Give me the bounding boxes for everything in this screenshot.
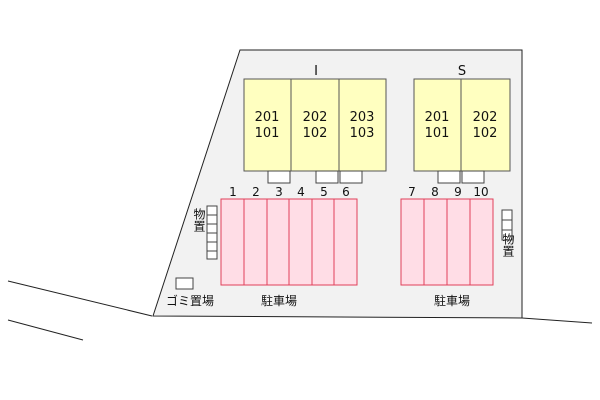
road-lines	[7, 280, 593, 341]
entrance-steps-i	[267, 170, 363, 184]
unit-i-3-lower: 103	[350, 126, 375, 141]
garbage-label: ゴミ置場	[166, 293, 214, 308]
unit-i-1-upper: 201	[255, 110, 280, 125]
parking-left-numbers: 1 2 3 4 5 6	[229, 185, 350, 199]
garbage-area	[175, 277, 194, 290]
storage-left-units	[206, 205, 218, 260]
unit-i-3-upper: 203	[350, 110, 375, 125]
unit-s-2-lower: 102	[473, 126, 498, 141]
building-i-label: I	[314, 64, 318, 79]
parking-right-label: 駐車場	[434, 293, 470, 308]
parking-space-number: 9	[454, 185, 462, 199]
unit-i-1-lower: 101	[255, 126, 280, 141]
parking-space-number: 6	[342, 185, 350, 199]
parking-space-number: 4	[297, 185, 305, 199]
storage-left-label: 物置	[192, 208, 206, 232]
building-s-label: S	[458, 64, 466, 79]
parking-left	[220, 198, 358, 286]
parking-space-number: 1	[229, 185, 237, 199]
parking-space-number: 2	[252, 185, 260, 199]
unit-s-1-upper: 201	[425, 110, 450, 125]
parking-space-number: 5	[320, 185, 328, 199]
parking-space-number: 3	[275, 185, 283, 199]
entrance-steps-s	[437, 170, 485, 184]
building-s: S 201 101 202 102	[413, 64, 511, 172]
parking-space-number: 10	[473, 185, 488, 199]
unit-i-2-lower: 102	[303, 126, 328, 141]
storage-right-label: 物置	[501, 233, 515, 257]
building-i: I 201 101 202 102 203 103	[243, 64, 387, 172]
unit-s-1-lower: 101	[425, 126, 450, 141]
unit-s-2-upper: 202	[473, 110, 498, 125]
parking-space-number: 8	[431, 185, 439, 199]
parking-right-numbers: 7 8 9 10	[408, 185, 488, 199]
parking-right	[400, 198, 494, 286]
storage-right-units	[501, 209, 513, 241]
parking-left-label: 駐車場	[261, 293, 297, 308]
unit-i-2-upper: 202	[303, 110, 328, 125]
parking-space-number: 7	[408, 185, 416, 199]
